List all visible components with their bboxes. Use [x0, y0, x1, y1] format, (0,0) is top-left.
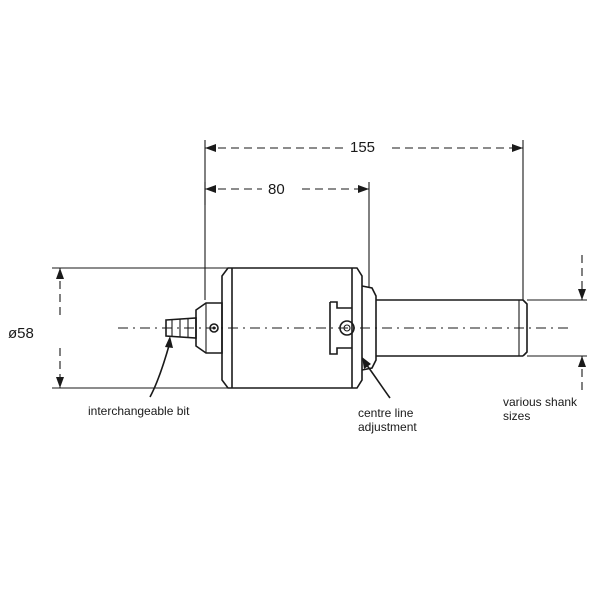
shank-size-arrows — [527, 255, 587, 395]
callout-adjustment: adjustment — [358, 420, 417, 434]
bit-leader — [149, 336, 173, 398]
dimension-80-label: 80 — [268, 181, 285, 198]
adjustment-leader — [362, 357, 391, 399]
dimension-80 — [204, 182, 370, 300]
callout-interchangeable-bit: interchangeable bit — [88, 404, 190, 418]
callout-various-shank: various shank — [503, 395, 578, 409]
rear-flange — [361, 285, 377, 371]
dimension-155 — [204, 140, 524, 300]
main-body — [221, 267, 363, 389]
callout-sizes: sizes — [503, 409, 531, 423]
shank — [376, 299, 528, 357]
dimension-155-label: 155 — [350, 139, 376, 156]
diameter-label: ø58 — [8, 325, 34, 342]
callout-centre-line: centre line — [358, 406, 414, 420]
dimension-diameter — [52, 267, 228, 389]
